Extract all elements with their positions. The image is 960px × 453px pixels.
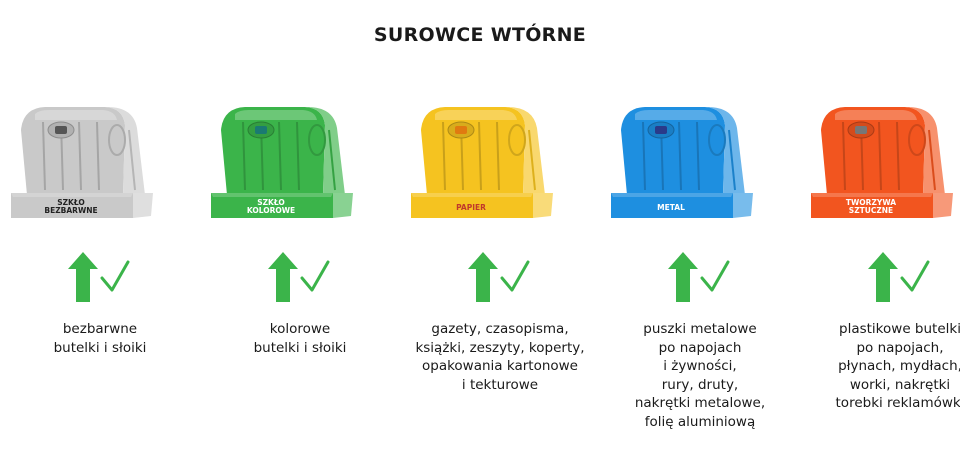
category-description: bezbarwne butelki i słoiki: [5, 320, 195, 357]
up-arrow-icon: [868, 252, 898, 302]
description-line: gazety, czasopisma,: [431, 321, 569, 337]
check-icon: [500, 260, 530, 292]
description-line: książki, zeszyty, koperty,: [415, 339, 585, 356]
description-line: butelki i słoiki: [53, 339, 147, 356]
up-arrow-icon: [668, 252, 698, 302]
description-line: worki, nakrętki: [849, 376, 951, 393]
accepted-indicator: [250, 250, 350, 305]
description-line: po napojach: [658, 339, 742, 356]
category-papier: PAPIER gazety, czasopisma, książki, zeszyt…: [405, 0, 595, 453]
recycling-bin-icon: PAPIER: [411, 106, 553, 218]
bin-label-line: KOLOROWE: [247, 206, 295, 215]
bin-label-line: SZKŁO: [257, 198, 285, 207]
category-description: plastikowe butelki po napojach, płynach, m…: [805, 320, 960, 413]
accepted-indicator: [50, 250, 150, 305]
description-line: kolorowe: [269, 321, 331, 337]
check-icon: [700, 260, 730, 292]
description-line: butelki i słoiki: [253, 339, 347, 356]
up-arrow-icon: [68, 252, 98, 302]
bin-label-line: BEZBARWNE: [44, 206, 97, 215]
description-line: plastikowe butelki: [839, 321, 960, 337]
description-line: po napojach,: [856, 339, 944, 356]
description-line: płynach, mydłach,: [838, 358, 960, 374]
description-line: torebki reklamówki: [835, 395, 960, 411]
description-line: i żywności,: [663, 358, 737, 374]
category-description: puszki metalowe po napojach i żywności, rur…: [605, 320, 795, 431]
up-arrow-icon: [468, 252, 498, 302]
description-line: i tekturowe: [461, 376, 539, 393]
category-description: kolorowe butelki i słoiki: [205, 320, 395, 357]
up-arrow-icon: [268, 252, 298, 302]
recycling-bin-papier: PAPIER: [405, 100, 595, 235]
bin-label-line: SZKŁO: [57, 198, 85, 207]
description-line: nakrętki metalowe,: [634, 395, 766, 411]
category-description: gazety, czasopisma, książki, zeszyty, kop…: [405, 320, 595, 394]
description-line: rury, druty,: [661, 376, 739, 393]
check-icon: [300, 260, 330, 292]
category-metal: METAL puszki metalowe po napojach i żywnośc…: [605, 0, 795, 453]
bin-label-line: PAPIER: [456, 203, 486, 212]
check-icon: [100, 260, 130, 292]
accepted-indicator: [450, 250, 550, 305]
description-line: bezbarwne: [62, 321, 138, 337]
accepted-indicator: [650, 250, 750, 305]
bin-label-line: TWORZYWA: [846, 198, 896, 207]
bin-label-line: SZTUCZNE: [849, 206, 893, 215]
page-title: SUROWCE WTÓRNE: [373, 24, 587, 46]
recycling-bin-metal: METAL: [605, 100, 795, 235]
check-icon: [900, 260, 930, 292]
description-line: puszki metalowe: [643, 321, 757, 337]
bin-label-line: METAL: [657, 203, 685, 212]
recycling-bin-icon: METAL: [611, 106, 753, 218]
description-line: folię aluminiową: [644, 413, 756, 430]
description-line: opakowania kartonowe: [421, 358, 578, 374]
accepted-indicator: [850, 250, 950, 305]
